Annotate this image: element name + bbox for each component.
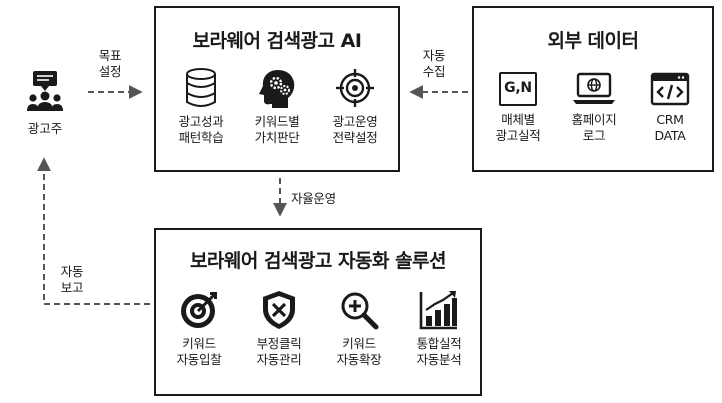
flow-auto-collect: 자동 수집 <box>422 48 446 79</box>
target-arrow-icon <box>181 292 217 328</box>
gn-logo-icon: G,N <box>499 72 537 106</box>
crosshair-target-icon <box>336 69 374 107</box>
advertiser: 광고주 <box>18 70 72 137</box>
bar-chart-growth-icon <box>419 291 457 330</box>
ai-item-keyword-value: 키워드별 가치판단 <box>242 68 312 146</box>
code-window-icon <box>650 72 690 106</box>
solution-item-auto-bidding: 키워드 자동입찰 <box>162 290 236 368</box>
brain-head-gears-icon <box>259 70 295 108</box>
advertiser-icon <box>27 71 63 111</box>
solution-item-integrated-analysis: 통합실적 자동분석 <box>402 290 476 368</box>
flow-auto-report: 자동 보고 <box>60 264 84 295</box>
external-item-media-performance: G,N 매체별 광고실적 <box>482 72 554 144</box>
solution-item-keyword-expansion: 키워드 자동확장 <box>322 290 396 368</box>
database-icon <box>186 68 216 107</box>
arrow-auto-report <box>37 157 150 305</box>
solution-item-fraud-click: 부정클릭 자동관리 <box>242 290 316 368</box>
advertiser-label: 광고주 <box>27 121 63 136</box>
flow-goal-setting: 목표 설정 <box>98 48 122 79</box>
magnifier-plus-icon <box>341 292 379 330</box>
external-item-crm-data: CRM DATA <box>634 72 706 144</box>
laptop-globe-icon <box>573 72 615 104</box>
external-item-homepage-log: 홈페이지 로그 <box>558 72 630 144</box>
external-data-box: 외부 데이터 G,N 매체별 광고실적 홈페이지 로그 CRM DATA <box>472 6 714 172</box>
ai-box-title: 보라웨어 검색광고 AI <box>192 30 362 52</box>
external-box-title: 외부 데이터 <box>547 30 639 52</box>
solution-box-title: 보라웨어 검색광고 자동화 솔루션 <box>189 250 447 272</box>
solution-box: 보라웨어 검색광고 자동화 솔루션 키워드 자동입찰 부정클릭 자동관리 <box>154 228 482 396</box>
ai-box: 보라웨어 검색광고 AI 광고성과 패턴학습 키워드별 가치판단 <box>154 6 400 172</box>
shield-x-icon <box>263 291 295 329</box>
flow-autonomous-operation: 자율운영 <box>291 191 336 206</box>
ai-item-strategy-setting: 광고운영 전략설정 <box>320 68 390 146</box>
ai-item-pattern-learning: 광고성과 패턴학습 <box>166 68 236 146</box>
